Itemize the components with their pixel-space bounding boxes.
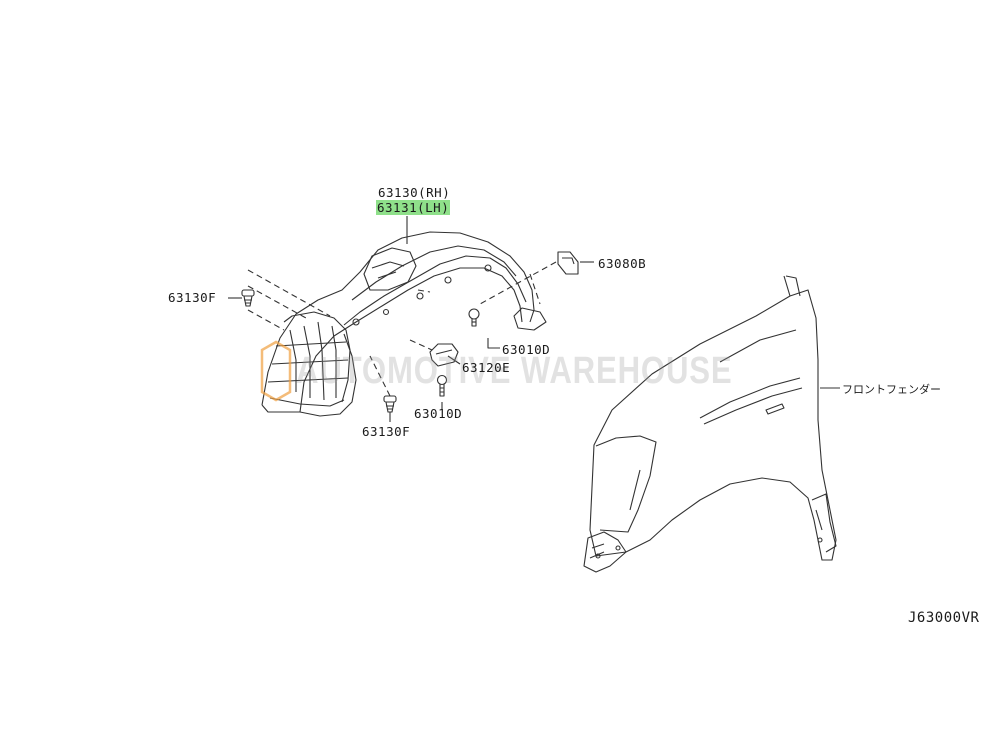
screw-bottom-icon	[436, 374, 448, 397]
diagram-code: J63000VR	[908, 610, 980, 626]
cover-icon	[429, 343, 459, 367]
label-cover: 63120E	[462, 360, 511, 375]
screw-right-icon	[468, 308, 480, 327]
assembly-lines	[247, 261, 557, 397]
label-clip-bottom: 63130F	[362, 424, 411, 439]
label-liner-lh: 63131(LH)	[376, 200, 451, 215]
clip-top-left-icon	[241, 289, 255, 307]
watermark-text: AUTOMOTIVE WAREHOUSE	[296, 350, 733, 392]
label-screw-bottom: 63010D	[414, 406, 463, 421]
label-fender: フロントフェンダー	[842, 383, 941, 396]
front-fender	[583, 275, 837, 573]
bracket-icon	[557, 251, 579, 275]
label-liner-lh-text: 63131(LH)	[376, 200, 451, 215]
fender-liner	[261, 231, 547, 417]
watermark-logo	[260, 340, 292, 402]
label-liner-rh: 63130(RH)	[378, 185, 451, 200]
label-clip-top-left: 63130F	[168, 290, 217, 305]
leader-lines	[228, 216, 840, 422]
label-bracket: 63080B	[598, 256, 647, 271]
clip-bottom-icon	[383, 395, 397, 413]
label-screw-right: 63010D	[502, 342, 551, 357]
